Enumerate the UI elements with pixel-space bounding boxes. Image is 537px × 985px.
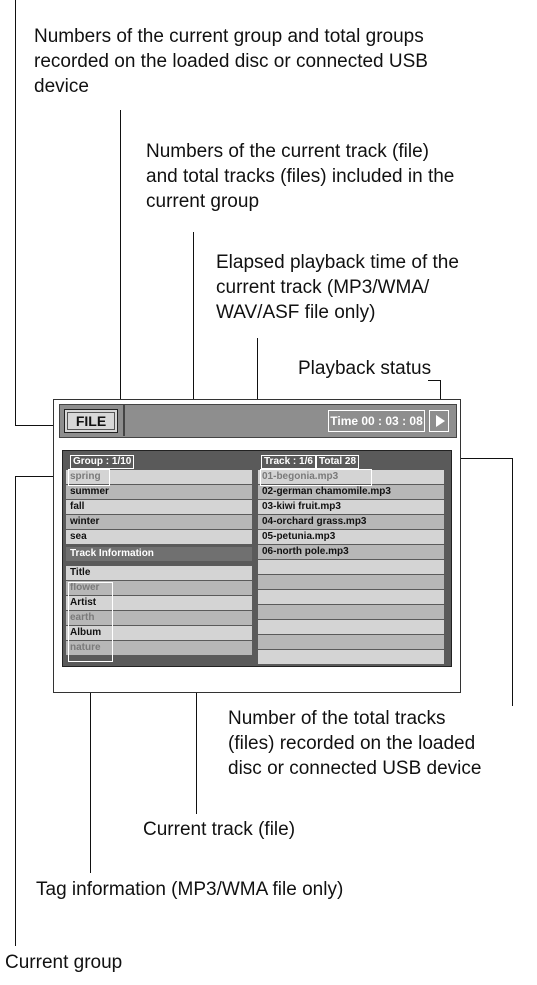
callout-line: (files) recorded on the loaded [228,733,476,754]
elapsed-time-display: Time 00 : 03 : 08 [328,410,425,432]
leader-line-status [440,380,441,410]
tag-value-artist: earth [66,611,252,625]
track-item-empty [258,605,444,619]
callout-line: current group [146,191,260,212]
group-item[interactable]: winter [66,515,252,529]
track-item[interactable]: 04-orchard grass.mp3 [258,515,444,529]
leader-line-group [120,110,121,455]
callout-line: Numbers of the current track (file) [146,141,429,162]
file-separator [123,405,125,436]
leader-line-time [257,338,258,420]
current-track-callout: Current track (file) [143,819,296,840]
file-label: FILE [64,409,118,433]
leader-line-current-group [15,476,68,477]
track-item-empty [258,620,444,634]
group-item[interactable]: summer [66,485,252,499]
track-item-empty [258,635,444,649]
group-numbers-callout: Numbers of the current group and total g… [34,24,428,99]
callout-line: current track (MP3/WMA/ [216,277,430,298]
track-item-empty [258,575,444,589]
tag-label-album: Album [66,626,252,640]
total-tracks-callout: Number of the total tracks (files) recor… [228,706,481,781]
leader-line-track [193,232,194,460]
tag-label-artist: Artist [66,596,252,610]
tag-value-album: nature [66,641,252,655]
callout-line: Numbers of the current group and total g… [34,26,424,47]
elapsed-time-callout: Elapsed playback time of the current tra… [216,250,459,325]
callout-line: Number of the total tracks [228,708,446,729]
group-item[interactable]: sea [66,530,252,544]
leader-line-total [512,458,513,706]
play-triangle [435,415,445,427]
playback-status-callout: Playback status [298,358,432,379]
track-item[interactable]: 02-german chamomile.mp3 [258,485,444,499]
track-item-empty [258,650,444,664]
track-item[interactable]: 03-kiwi fruit.mp3 [258,500,444,514]
track-header: Track : 1/6 [261,455,316,469]
callout-line: WAV/ASF file only) [216,302,376,323]
leader-line-file [15,0,16,425]
tag-label-title: Title [66,566,252,580]
track-numbers-callout: Numbers of the current track (file) and … [146,139,454,214]
tag-value-title: flower [66,581,252,595]
callout-line: Elapsed playback time of the [216,252,459,273]
group-header: Group : 1/10 [70,455,135,469]
track-item[interactable]: 05-petunia.mp3 [258,530,444,544]
leader-line-tag [90,660,91,873]
current-group-callout: Current group [5,952,123,973]
track-information-header: Track Information [66,547,252,561]
callout-line: disc or connected USB device [228,758,482,779]
group-item-current[interactable]: spring [66,470,252,484]
track-item[interactable]: 06-north pole.mp3 [258,545,444,559]
callout-line: device [34,76,89,97]
leader-line-status [428,380,440,381]
tag-info-callout: Tag information (MP3/WMA file only) [36,879,344,900]
track-item-empty [258,590,444,604]
track-item-empty [258,560,444,574]
callout-line: and total tracks (files) included in the [146,166,455,187]
group-item[interactable]: fall [66,500,252,514]
callout-line: recorded on the loaded disc or connected… [34,51,428,72]
total-header: Total 28 [316,455,360,469]
leader-line-current-group [15,476,16,946]
track-item-current[interactable]: 01-begonia.mp3 [258,470,444,484]
leader-line-file [15,425,62,426]
play-icon [429,410,449,432]
